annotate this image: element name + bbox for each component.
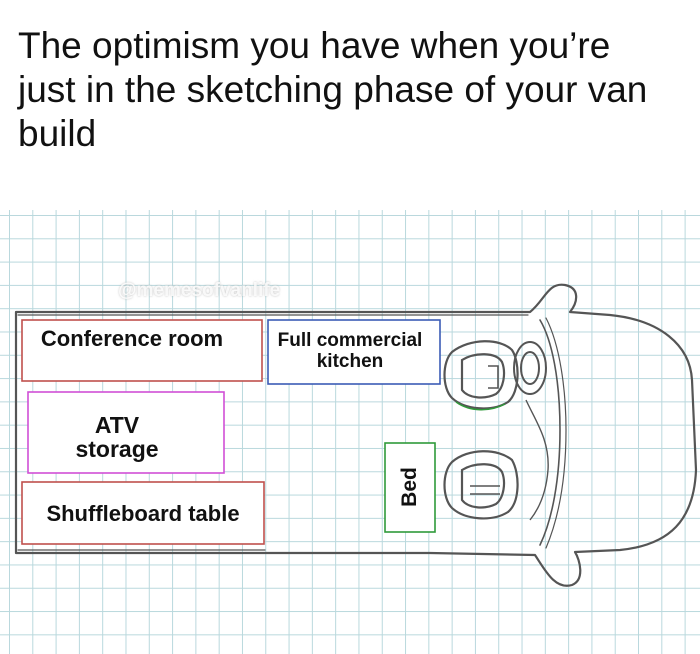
watermark: @memesofvanlife <box>118 280 281 301</box>
atv-storage-label: ATV storage <box>75 412 159 462</box>
passenger-seat-sketch <box>443 340 519 411</box>
shuffleboard-table-box <box>21 481 265 545</box>
conference-room-box <box>21 319 263 382</box>
bed-box <box>384 442 436 533</box>
kitchen-box <box>267 319 441 385</box>
conference-room-label: Conference room <box>40 326 224 351</box>
van-outline <box>14 283 698 587</box>
driver-seat-sketch <box>443 450 519 520</box>
bed-label: Bed <box>398 467 421 507</box>
meme-caption: The optimism you have when you’re just i… <box>18 25 648 154</box>
atv-storage-box <box>27 391 225 474</box>
kitchen-label: Full commercial kitchen <box>277 330 423 372</box>
steering-wheel-sketch <box>513 341 549 521</box>
shuffleboard-table-label: Shuffleboard table <box>46 501 240 526</box>
